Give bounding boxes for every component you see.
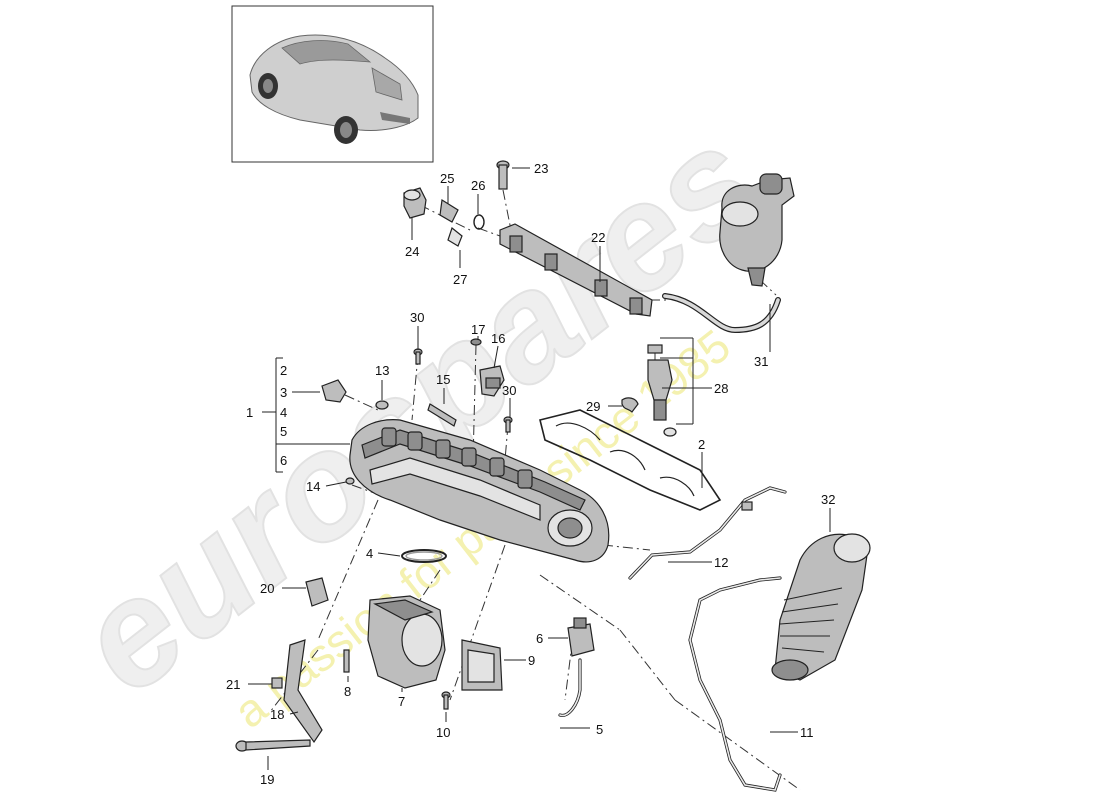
part-17-screw[interactable] [470,338,482,346]
part-6-valve[interactable] [567,617,595,657]
callout-5: 5 [280,424,287,439]
callout-numbers: 23 25 26 24 27 22 31 30 17 16 2 3 1 4 5 … [226,161,835,787]
callout-14: 14 [306,479,320,494]
callout-30b: 30 [502,383,516,398]
car-icon [249,34,419,144]
part-11-vent-line[interactable] [688,576,782,792]
callout-22: 22 [591,230,605,245]
callout-4: 4 [280,405,287,420]
part-5-hose[interactable] [558,658,582,717]
callout-7: 7 [398,694,405,709]
callout-12: 12 [714,555,728,570]
intake-pipe-ribs [779,587,843,653]
part-29-clamp[interactable] [621,397,639,413]
part-19-bolt[interactable] [235,739,311,752]
vehicle-thumbnail [231,5,434,163]
callout-23: 23 [534,161,548,176]
leader-lines [248,167,831,770]
callout-11: 11 [800,725,814,740]
part-22-fuel-rail[interactable] [499,223,653,317]
callout-3: 3 [280,385,287,400]
callout-18: 18 [270,707,284,722]
callout-21: 21 [226,677,240,692]
part-20-bracket[interactable] [305,577,329,607]
part-4-seal-ring[interactable] [401,549,447,563]
part-32-intake-pipe[interactable] [771,533,871,681]
part-10-screw[interactable] [441,691,451,710]
part-23-bolt[interactable] [496,160,510,190]
part-2-gasket[interactable] [539,409,722,511]
callout-10: 10 [436,725,450,740]
callout-8: 8 [344,684,351,699]
part-7-throttle-body[interactable] [367,595,446,689]
part-1-intake-manifold[interactable] [349,419,610,563]
callout-28: 28 [714,381,728,396]
callout-6b: 6 [536,631,543,646]
part-28-injector[interactable] [647,344,677,437]
callout-26: 26 [471,178,485,193]
part-21-nut[interactable] [271,677,283,689]
part-15-pin[interactable] [427,403,457,427]
part-24-cap[interactable] [403,187,427,219]
part-27-bracket[interactable] [447,226,463,247]
part-30-screw[interactable] [413,348,513,433]
part-3-sensor[interactable] [321,379,347,403]
part-18-support[interactable] [283,639,323,744]
callout-4b: 4 [366,546,373,561]
callout-2: 2 [280,363,287,378]
callout-1: 1 [246,405,253,420]
callout-24: 24 [405,244,419,259]
callout-2b: 2 [698,437,705,452]
parts [235,160,871,792]
callout-9: 9 [528,653,535,668]
callout-29: 29 [586,399,600,414]
callout-16: 16 [491,331,505,346]
callout-19: 19 [260,772,274,787]
callout-17: 17 [471,322,485,337]
callout-30: 30 [410,310,424,325]
part-25-clip[interactable] [439,198,459,223]
callout-15: 15 [436,372,450,387]
part-31-high-pressure-pump[interactable] [662,173,795,334]
part-12-vent-pipe[interactable] [628,486,787,580]
callout-32: 32 [821,492,835,507]
callout-25: 25 [440,171,454,186]
part-14-screw[interactable] [345,477,355,485]
part-9-bracket[interactable] [461,639,503,691]
callout-20: 20 [260,581,274,596]
callout-13: 13 [375,363,389,378]
part-13-nut[interactable] [375,400,389,410]
part-8-stud[interactable] [343,649,350,673]
manifold-runners [381,427,533,489]
callout-27: 27 [453,272,467,287]
callout-31: 31 [754,354,768,369]
part-26-o-ring[interactable] [473,214,485,230]
callout-5b: 5 [596,722,603,737]
part-16-sensor[interactable] [479,365,505,397]
callout-6: 6 [280,453,287,468]
